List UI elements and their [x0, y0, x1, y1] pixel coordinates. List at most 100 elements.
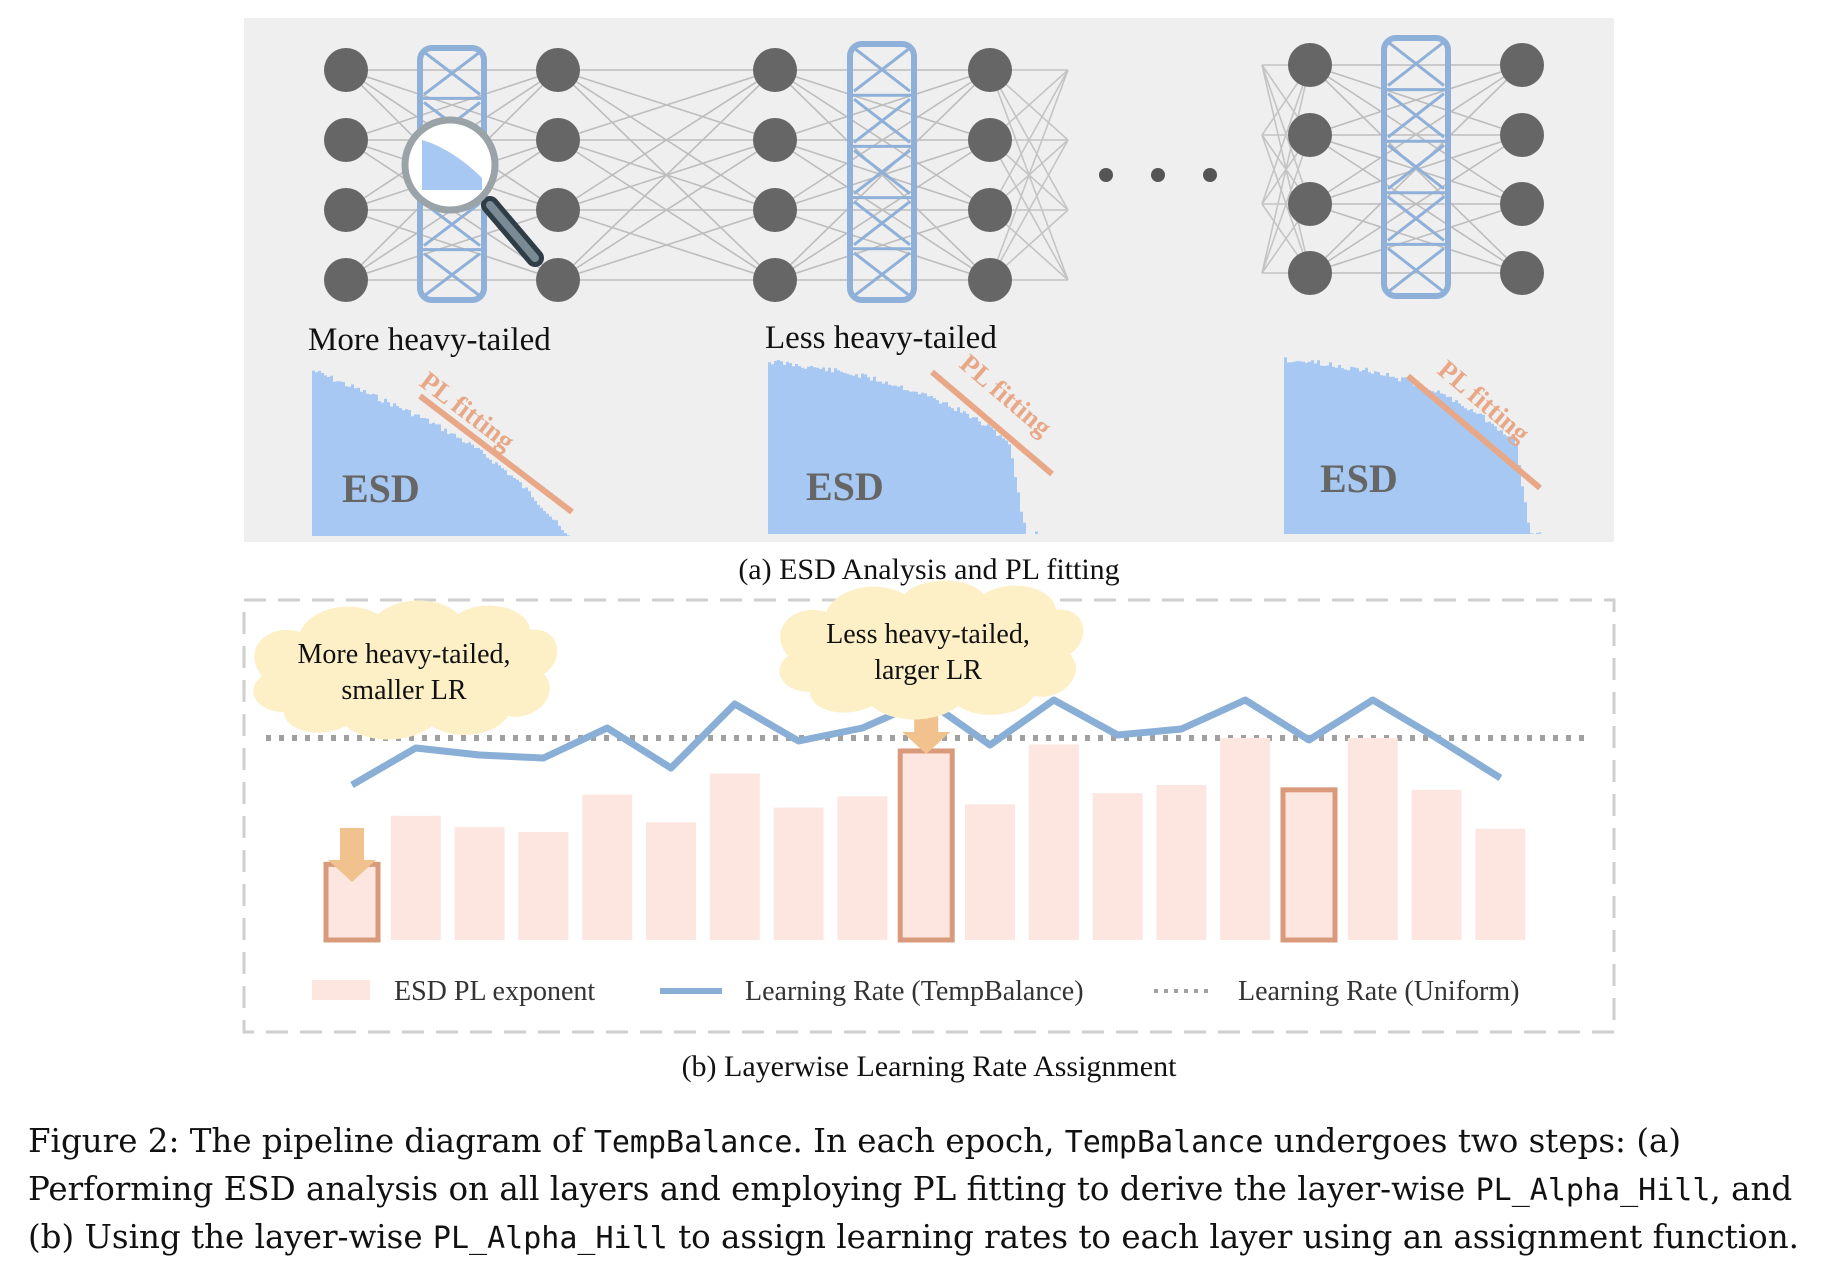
ellipsis-dot — [1203, 168, 1217, 182]
connection-line — [989, 69, 1069, 281]
neuron-node — [324, 118, 368, 162]
figure-caption: Figure 2: The pipeline diagram of TempBa… — [28, 1118, 1818, 1262]
connection-line — [345, 69, 559, 141]
bubble-right: Less heavy-tailed, larger LR — [779, 580, 1084, 720]
connection-line — [557, 69, 776, 141]
connection-line — [1309, 134, 1523, 274]
neuron-node — [753, 258, 797, 302]
connection-line — [1309, 64, 1523, 205]
weight-cross-line — [1387, 92, 1445, 139]
connection-line — [989, 69, 1069, 211]
ellipsis-dot — [1151, 168, 1165, 182]
neuron-node — [324, 188, 368, 232]
esd-pl-exponent-bar — [773, 807, 824, 940]
neuron-node — [1288, 251, 1332, 295]
esd-pl-exponent-bar — [390, 815, 441, 940]
bubble-right-line1: Less heavy-tailed, — [826, 619, 1030, 650]
down-arrow-icon — [328, 828, 376, 882]
neuron-node — [324, 48, 368, 92]
esd-pl-exponent-bar — [1092, 793, 1143, 940]
label-more-heavy-tailed: More heavy-tailed — [308, 322, 551, 358]
esd-label: ESD — [806, 464, 884, 509]
neuron-node — [1288, 43, 1332, 87]
connection-line — [989, 139, 1069, 281]
weight-cross-line — [853, 98, 911, 144]
connection-line — [774, 69, 991, 281]
connection-line — [1261, 64, 1311, 274]
pl-fit-line — [930, 369, 1054, 477]
magnifier-esd-shape — [422, 140, 482, 190]
legend-label-esd-pl-exponent: ESD PL exponent — [394, 976, 595, 1007]
pl-fit-line — [418, 393, 574, 515]
neuron-node — [753, 188, 797, 232]
connection-line — [1309, 64, 1523, 136]
connection-line — [1309, 64, 1523, 274]
panel-b-caption: (b) Layerwise Learning Rate Assignment — [682, 1050, 1178, 1083]
ellipsis-dots — [1099, 168, 1217, 182]
esd-pl-exponent-bar — [646, 822, 696, 940]
neuron-node — [968, 48, 1012, 92]
connection-line — [774, 209, 991, 281]
pl-fit-line — [1406, 373, 1542, 491]
legend-swatch-esd-pl-exponent — [312, 980, 370, 1000]
neuron-node — [968, 118, 1012, 162]
caption-text: , and — [1710, 1170, 1793, 1208]
connection-line — [1261, 134, 1311, 274]
connection-line — [557, 209, 776, 281]
bubble-left-line2: smaller LR — [341, 675, 467, 706]
neuron-node — [536, 118, 580, 162]
neuron-node — [1500, 182, 1544, 226]
esd-histogram — [1284, 357, 1542, 534]
weight-cross-line — [1387, 247, 1445, 294]
esd-pl-exponent-bar — [1156, 784, 1207, 940]
esd-pl-exponent-bar — [1411, 789, 1462, 940]
caption-line-2: Performing ESD analysis on all layers an… — [28, 1166, 1818, 1214]
neuron-node — [1500, 251, 1544, 295]
legend-label-lr-uniform: Learning Rate (Uniform) — [1238, 976, 1519, 1007]
neuron-node — [968, 188, 1012, 232]
connection-line — [345, 209, 559, 281]
neuron-node — [536, 188, 580, 232]
esd-pl-exponent-bar — [709, 773, 760, 940]
weight-cross-line — [423, 252, 481, 298]
esd-histogram — [312, 370, 573, 536]
caption-code-tempbalance: TempBalance — [1064, 1125, 1264, 1160]
esd-pl-exponent-bar — [454, 827, 505, 940]
weight-cross-line — [853, 251, 911, 298]
bubble-left: More heavy-tailed, smaller LR — [253, 600, 558, 740]
esd-pl-exponent-bar-highlighted — [1280, 787, 1338, 943]
connection-line — [1309, 203, 1523, 274]
neuron-node — [536, 258, 580, 302]
esd-pl-exponent-bar — [582, 794, 633, 940]
esd-pl-exponent-bar — [1347, 738, 1398, 940]
neuron-node — [1500, 113, 1544, 157]
neuron-node — [753, 48, 797, 92]
esd-pl-exponent-bar — [1475, 828, 1526, 940]
weight-cross-line — [423, 50, 481, 96]
caption-text: Performing ESD analysis on all layers an… — [28, 1170, 1476, 1208]
connection-line — [557, 139, 776, 281]
connection-line — [1261, 64, 1311, 205]
bubble-left-line1: More heavy-tailed, — [297, 639, 510, 670]
neuron-node — [1288, 113, 1332, 157]
caption-text: . In each epoch, — [792, 1122, 1065, 1160]
ellipsis-dot — [1099, 168, 1113, 182]
chart-legend: ESD PL exponent Learning Rate (TempBalan… — [312, 976, 1519, 1007]
neuron-node — [1288, 182, 1332, 226]
connection-line — [557, 69, 776, 281]
caption-code-pl-alpha-hill: PL_Alpha_Hill — [432, 1221, 668, 1256]
connection-line — [774, 69, 991, 141]
network-diagram — [324, 35, 1544, 303]
weight-cross-line — [1387, 40, 1445, 87]
weight-cross-line — [1387, 144, 1445, 190]
weight-cross-line — [1387, 195, 1445, 242]
caption-code-pl-alpha-hill: PL_Alpha_Hill — [1475, 1173, 1711, 1208]
weight-cross-line — [853, 149, 911, 195]
neuron-node — [753, 118, 797, 162]
neuron-node — [536, 48, 580, 92]
panel-a-caption: (a) ESD Analysis and PL fitting — [738, 553, 1119, 586]
connection-line — [774, 139, 991, 281]
esd-pl-exponent-bar — [1028, 744, 1079, 940]
caption-line-3: (b) Using the layer-wise PL_Alpha_Hill t… — [28, 1214, 1818, 1262]
neuron-node — [324, 258, 368, 302]
